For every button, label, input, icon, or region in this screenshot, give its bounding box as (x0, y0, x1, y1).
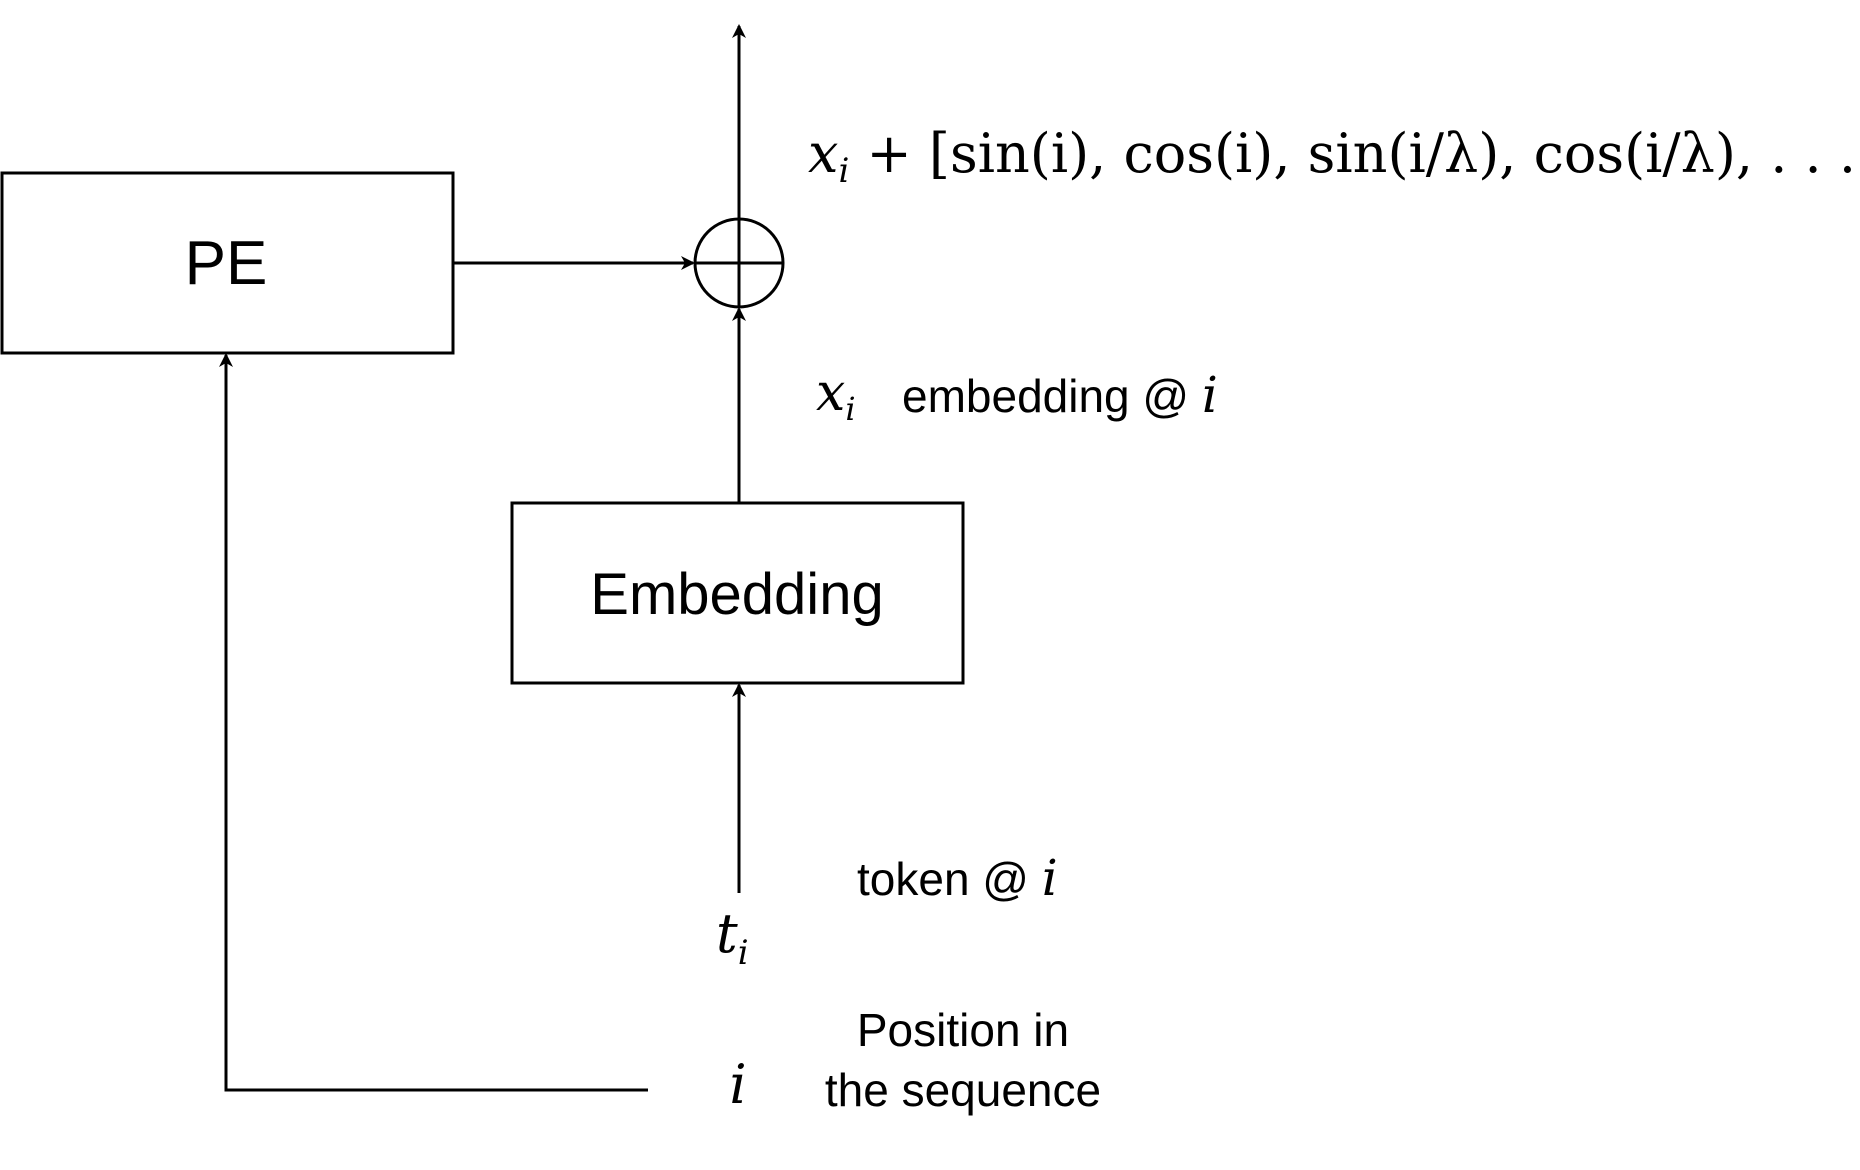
embedding-output-desc: embedding @ i (902, 366, 1218, 424)
edge-position-to-pe (219, 353, 648, 1092)
output-formula-sub: i (838, 151, 849, 191)
embedding-output-var-sub: i (845, 390, 855, 428)
embedding-node: Embedding (510, 501, 965, 685)
output-formula-rest: + [sin(i), cos(i), sin(i/λ), cos(i/λ), .… (849, 122, 1860, 185)
embedding-output-desc-var: i (1202, 366, 1218, 424)
token-var-main: t (716, 902, 738, 965)
embedding-output-var-main: x (816, 363, 845, 423)
position-desc-line2: the sequence (825, 1064, 1101, 1116)
embedding-label: Embedding (590, 562, 883, 627)
embedding-output-desc-text: embedding @ (902, 370, 1202, 422)
token-desc-var: i (1042, 849, 1058, 907)
token-desc-text: token @ (857, 853, 1042, 905)
position-var: i (729, 1053, 746, 1116)
embedding-box (510, 501, 965, 685)
token-var-sub: i (738, 933, 749, 973)
sum-node (693, 217, 785, 309)
pe-label: PE (185, 229, 268, 298)
token-var: ti (716, 902, 749, 973)
embedding-output-var: xi (816, 363, 856, 428)
pe-box (0, 171, 455, 355)
position-desc-line1: Position in (857, 1004, 1069, 1056)
token-desc: token @ i (857, 849, 1058, 907)
pe-node: PE (0, 171, 455, 355)
output-formula: xi + [sin(i), cos(i), sin(i/λ), cos(i/λ)… (808, 122, 1860, 191)
output-formula-var: x (808, 122, 838, 185)
